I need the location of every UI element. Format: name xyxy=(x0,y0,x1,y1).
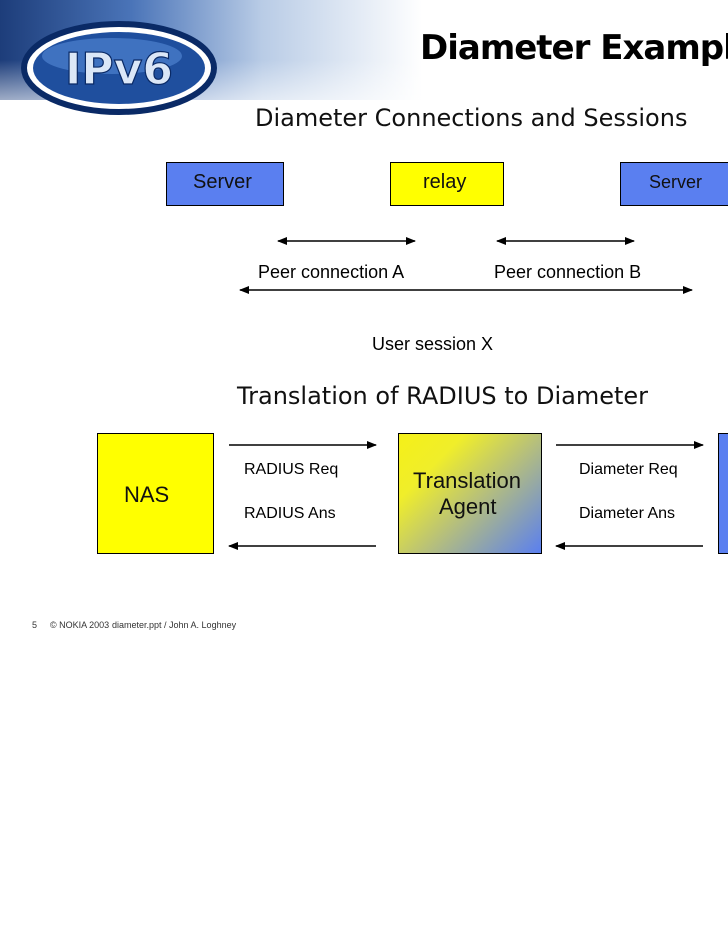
server-right-label: Server xyxy=(649,172,703,192)
footer-copyright: © NOKIA 2003 xyxy=(50,620,110,630)
server-left-box: Server xyxy=(166,162,284,206)
slide: IPv6 Diameter Example Diameter Connectio… xyxy=(0,0,728,630)
arrows-layer xyxy=(228,237,704,550)
radius-req-label: RADIUS Req xyxy=(244,461,339,478)
page-number: 5 xyxy=(32,620,38,630)
connections-heading: Diameter Connections and Sessions xyxy=(255,104,688,132)
nas-label: NAS xyxy=(124,482,170,507)
logo-text: IPv6 xyxy=(65,44,173,95)
peer-connection-a-label: Peer connection A xyxy=(258,262,405,282)
agent-label-line2: Agent xyxy=(439,494,497,519)
radius-ans-label: RADIUS Ans xyxy=(244,505,336,522)
diameter-server-box xyxy=(718,433,728,554)
server-right-box: Server xyxy=(620,162,728,206)
diameter-ans-label: Diameter Ans xyxy=(579,505,676,522)
relay-label: relay xyxy=(423,171,467,193)
peer-connection-b-label: Peer connection B xyxy=(494,262,642,282)
user-session-label: User session X xyxy=(372,334,494,354)
agent-label-line1: Translation xyxy=(413,468,522,493)
translation-heading: Translation of RADIUS to Diameter xyxy=(237,382,649,410)
ipv6-logo: IPv6 xyxy=(21,21,217,115)
slide-title: Diameter Example xyxy=(420,28,728,68)
diameter-req-label: Diameter Req xyxy=(579,461,678,478)
relay-box: relay xyxy=(390,162,504,206)
translation-agent-box: Translation Agent xyxy=(398,433,542,554)
nas-box: NAS xyxy=(97,433,214,554)
footer-file-author: diameter.ppt / John A. Loghney xyxy=(112,620,237,630)
server-left-label: Server xyxy=(193,171,252,193)
